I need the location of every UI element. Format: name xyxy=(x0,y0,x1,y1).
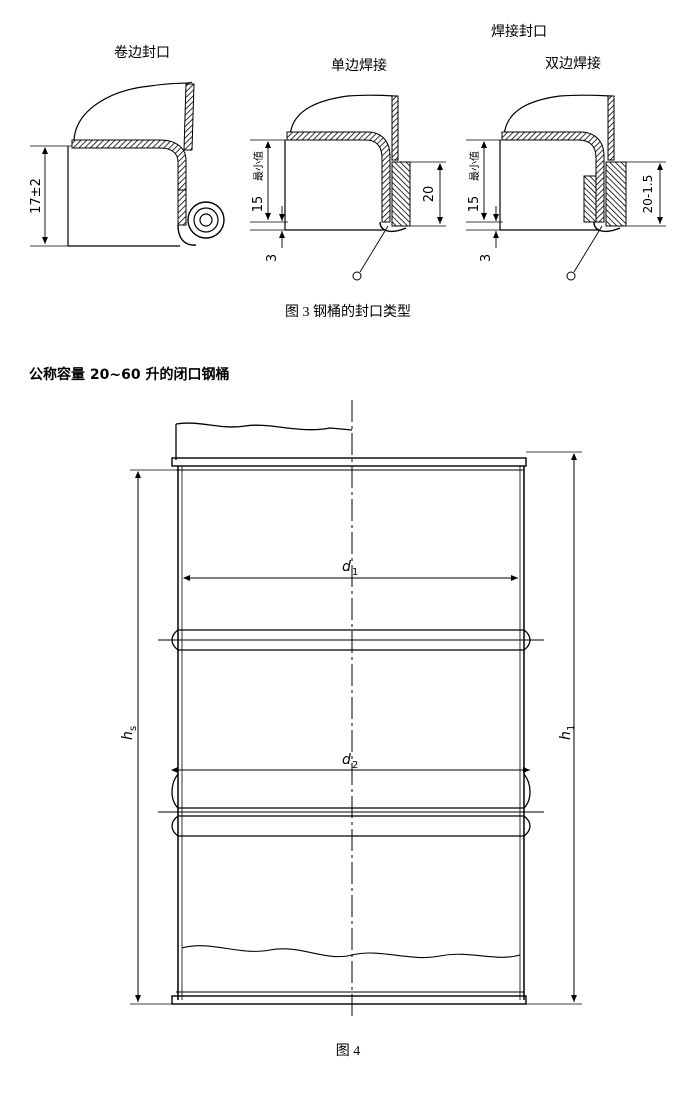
figure-4-drum: d 1 d 2 xyxy=(120,400,582,1020)
panel-double-weld: 双边焊接 15 最小值 3 20-1.5 xyxy=(466,55,666,281)
hoop-lower-left-bulge xyxy=(171,815,179,837)
panel-double-title: 双边焊接 xyxy=(545,55,601,72)
dim-d1-label: d xyxy=(342,559,351,575)
double-bottom-curve xyxy=(593,221,621,233)
curled-cover-outline xyxy=(73,81,193,141)
double-weld-inner xyxy=(583,175,597,223)
single-bottom-curve xyxy=(379,221,407,233)
hoop-lower-left-bulge-top xyxy=(171,773,179,809)
dim-d2-sub: 2 xyxy=(352,760,358,771)
hoop-lower-right-bulge xyxy=(523,815,531,837)
single-dim-right: 20 xyxy=(422,186,437,203)
curled-body-wall xyxy=(177,189,187,226)
single-weld-leader xyxy=(359,225,389,273)
rolling-hoop-upper xyxy=(158,629,544,651)
curl-bottom xyxy=(177,224,197,246)
single-lid-wall xyxy=(391,95,399,161)
single-dim-bottom: 3 xyxy=(265,254,280,262)
double-weld-outer xyxy=(605,161,627,227)
single-weld-symbol xyxy=(352,271,362,281)
panel-curled-seam: 卷边封口 17±2 xyxy=(29,45,225,247)
double-weld-leader xyxy=(573,225,603,273)
drum-top-rim xyxy=(171,457,527,467)
dim-d2-label: d xyxy=(342,752,351,768)
double-dim-bottom: 3 xyxy=(479,254,494,262)
dim-h1-label: h xyxy=(558,731,574,740)
curl-mid xyxy=(193,207,219,233)
panel-single-title: 单边焊接 xyxy=(331,57,387,74)
panel-curled-title: 卷边封口 xyxy=(114,45,170,61)
hoop-upper-right-bulge xyxy=(523,629,531,651)
double-weld-symbol xyxy=(566,271,576,281)
figure-3-caption: 图 3 钢桶的封口类型 xyxy=(285,304,411,320)
drum-break-line-top xyxy=(175,422,353,431)
curl-inner xyxy=(199,213,213,227)
single-weld-block xyxy=(391,161,411,227)
curl-outer xyxy=(187,201,225,239)
drum-bottom-rim xyxy=(171,995,527,1005)
curled-lid-wall xyxy=(183,83,195,151)
curled-lid xyxy=(71,139,187,191)
figure-4-caption: 图 4 xyxy=(336,1044,361,1059)
figure-3: 卷边封口 17±2 焊接封口 单边焊接 xyxy=(29,23,666,320)
welded-group-label: 焊接封口 xyxy=(491,23,547,40)
double-dim-right: 20-1.5 xyxy=(641,175,655,214)
single-dim-left-main: 15 xyxy=(251,196,266,213)
dim-d1-sub: 1 xyxy=(352,567,358,578)
hoop-upper-left-bulge xyxy=(171,629,179,651)
dim-hs-sub: s xyxy=(128,726,139,731)
panel-single-weld: 单边焊接 15 最小值 3 20 xyxy=(250,57,446,281)
drum-break-line-lower xyxy=(181,945,521,959)
double-dim-left-main: 15 xyxy=(467,196,482,213)
single-cover-outline xyxy=(289,94,397,137)
double-cover-outline xyxy=(503,94,613,137)
hoop-lower-right-bulge-top xyxy=(523,773,531,809)
rolling-hoop-lower xyxy=(158,773,544,837)
section-heading: 公称容量 20~60 升的闭口钢桶 xyxy=(29,366,229,383)
double-dim-left-note: 最小值 xyxy=(468,151,481,181)
double-lid-wall xyxy=(607,95,615,161)
dim-hs-label: h xyxy=(120,731,136,740)
single-lid xyxy=(286,131,391,223)
single-dim-left-note: 最小值 xyxy=(252,151,265,181)
dim-height-label: 17±2 xyxy=(29,178,44,214)
dim-h1-sub: 1 xyxy=(566,725,577,731)
